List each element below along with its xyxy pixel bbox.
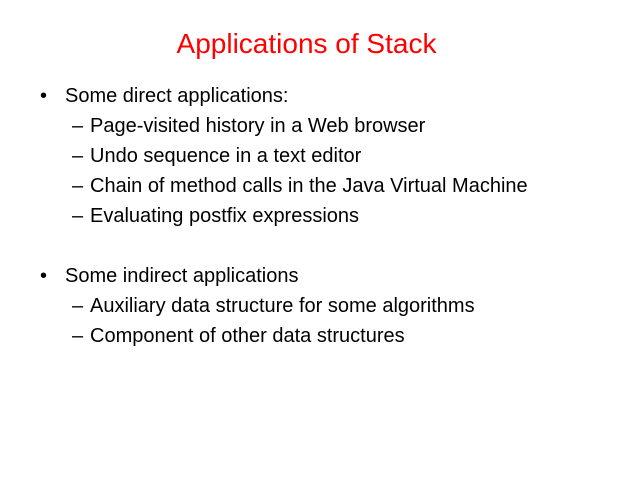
sub-bullet-label: Auxiliary data structure for some algori…	[90, 295, 475, 317]
bullet-item: • Some direct applications:	[40, 81, 630, 111]
dash-icon: –	[72, 205, 84, 227]
sub-bullet-item: – Undo sequence in a text editor	[40, 141, 630, 171]
bullet-label: Some direct applications:	[65, 85, 289, 107]
dash-icon: –	[72, 325, 84, 347]
slide-title: Applications of Stack	[176, 28, 437, 59]
sub-bullet-label: Page-visited history in a Web browser	[90, 115, 426, 137]
sub-bullet-item: – Auxiliary data structure for some algo…	[40, 291, 630, 321]
slide-body: • Some direct applications: – Page-visit…	[40, 81, 630, 351]
sub-bullet-label: Chain of method calls in the Java Virtua…	[90, 175, 528, 197]
bullet-icon: •	[40, 85, 48, 107]
sub-bullet-item: – Chain of method calls in the Java Virt…	[40, 171, 630, 201]
sub-bullet-item: – Evaluating postfix expressions	[40, 201, 630, 231]
sub-bullet-label: Component of other data structures	[90, 325, 405, 347]
bullet-icon: •	[40, 265, 48, 287]
sub-bullet-item: – Page-visited history in a Web browser	[40, 111, 630, 141]
dash-icon: –	[72, 295, 84, 317]
bullet-group-indirect: • Some indirect applications – Auxiliary…	[40, 261, 630, 351]
dash-icon: –	[72, 115, 84, 137]
bullet-item: • Some indirect applications	[40, 261, 630, 291]
dash-icon: –	[72, 145, 84, 167]
sub-bullet-item: – Component of other data structures	[40, 321, 630, 351]
bullet-group-direct: • Some direct applications: – Page-visit…	[40, 81, 630, 231]
bullet-label: Some indirect applications	[65, 265, 299, 287]
sub-bullet-label: Evaluating postfix expressions	[90, 205, 360, 227]
sub-bullet-label: Undo sequence in a text editor	[90, 145, 362, 167]
dash-icon: –	[72, 175, 84, 197]
